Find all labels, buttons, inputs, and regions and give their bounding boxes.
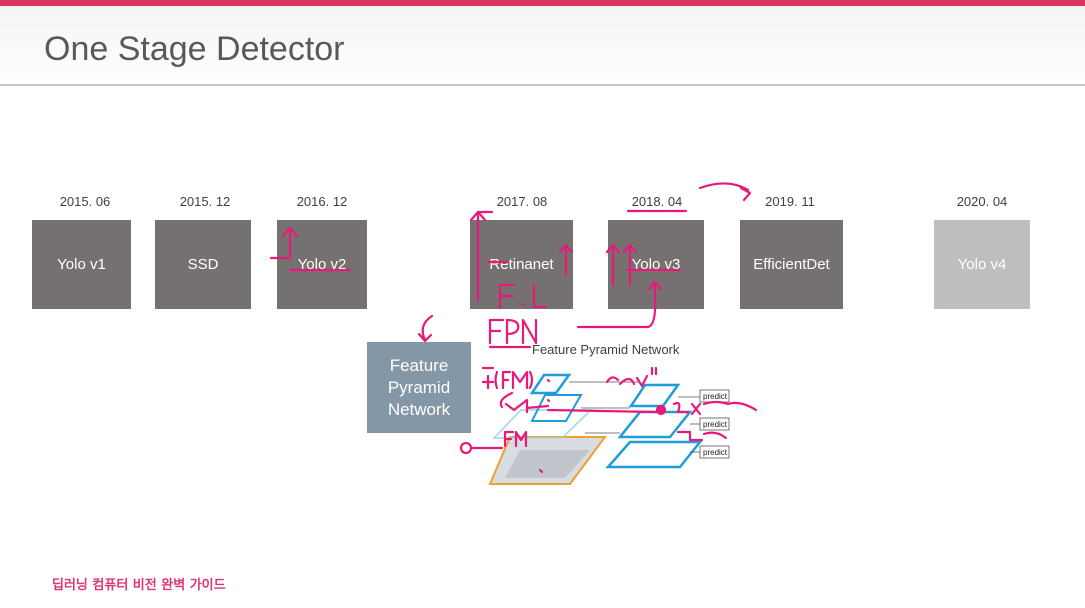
ink-upsample-1 xyxy=(672,400,758,416)
timeline-date-yolo-v1: 2015. 06 xyxy=(59,194,111,209)
ink-letter-f2 xyxy=(488,318,505,345)
model-label: Retinanet xyxy=(489,256,554,273)
model-box-retinanet: Retinanet xyxy=(470,220,573,309)
ink-fm1-end xyxy=(511,370,534,390)
ink-fm2 xyxy=(499,391,529,414)
predict-label-2: predict xyxy=(703,420,728,429)
accent-bar xyxy=(0,0,1085,6)
predict-box-2 xyxy=(699,417,730,431)
ink-letter-p xyxy=(505,318,520,345)
ink-fraction xyxy=(481,366,495,390)
model-label: Yolo v1 xyxy=(57,256,106,273)
ink-arrow-efficientdet xyxy=(698,182,752,202)
merged-map-plane-2 xyxy=(617,410,693,439)
ink-letter-n xyxy=(521,318,538,345)
ink-arrow-retinanet-left xyxy=(469,210,494,302)
ink-arrow-to-fpn-box xyxy=(417,314,434,343)
fpn-box: Feature Pyramid Network xyxy=(367,342,471,433)
input-image-content xyxy=(505,450,590,478)
ink-dots xyxy=(538,378,551,474)
model-box-yolo-v4: Yolo v4 xyxy=(934,220,1030,309)
fpn-pyramid-diagram: predict predict predict xyxy=(488,373,730,485)
ink-conv xyxy=(605,374,649,388)
ink-letter-f xyxy=(498,283,516,310)
fpn-box-line-3: Network xyxy=(387,399,451,419)
timeline-date-efficientdet: 2019. 11 xyxy=(765,194,815,209)
ink-arrow-yolo-v2 xyxy=(269,226,299,260)
timeline-date-ssd: 2015. 12 xyxy=(179,194,231,209)
ink-fm3 xyxy=(503,430,528,448)
predict-box-3 xyxy=(699,445,730,459)
header-divider xyxy=(0,84,1085,86)
handwritten-annotations xyxy=(269,182,758,474)
model-box-ssd: SSD xyxy=(155,220,251,309)
timeline-date-yolo-v4: 2020. 04 xyxy=(956,194,1008,209)
feature-map-plane-2 xyxy=(530,394,583,422)
ink-letter-l xyxy=(532,283,548,309)
ink-fm1-start xyxy=(494,370,512,390)
feature-map-plane-1 xyxy=(529,373,572,395)
ink-conv-mark xyxy=(650,366,658,376)
model-label: SSD xyxy=(187,256,219,273)
model-label: Yolo v3 xyxy=(631,256,681,273)
ink-arrow-yolo-v3-2 xyxy=(622,243,638,287)
ink-zero-circle xyxy=(459,441,473,455)
merged-map-plane-1 xyxy=(628,383,681,408)
ink-arrow-retinanet-right xyxy=(558,243,574,277)
ink-merge-dot xyxy=(655,404,667,416)
timeline-date-yolo-v2: 2016. 12 xyxy=(296,194,348,209)
fpn-caption: Feature Pyramid Network xyxy=(532,342,680,357)
slide-header: One Stage Detector xyxy=(0,6,1085,84)
ink-fm2-line xyxy=(525,404,550,410)
fpn-box-line-2: Pyramid xyxy=(387,377,451,397)
ink-arrow-lateral xyxy=(546,408,658,414)
timeline-date-yolo-v3: 2018. 04 xyxy=(631,194,683,209)
model-box-yolo-v1: Yolo v1 xyxy=(32,220,131,309)
fpn-box-line-1: Feature xyxy=(389,355,449,375)
predict-label-1: predict xyxy=(703,392,728,401)
predict-label-3: predict xyxy=(703,448,728,457)
footer-course-title: 딥러닝 컴퓨터 비전 완벽 가이드 xyxy=(52,578,226,593)
merged-map-plane-3 xyxy=(605,440,703,469)
ink-arrow-yolo-v3-1 xyxy=(605,243,621,287)
timeline-date-retinanet: 2017. 08 xyxy=(496,194,548,209)
ink-dot xyxy=(520,302,525,307)
ink-arrow-fpn-to-yolo-v3 xyxy=(576,280,663,329)
model-label: Yolo v2 xyxy=(297,256,347,273)
model-label: Yolo v4 xyxy=(957,256,1007,273)
model-label: EfficientDet xyxy=(753,256,830,273)
model-box-efficientdet: EfficientDet xyxy=(740,220,843,309)
slide-title: One Stage Detector xyxy=(44,30,345,68)
ink-upsample-2 xyxy=(676,430,728,442)
feature-map-plane-3 xyxy=(492,409,593,439)
model-box-yolo-v2: Yolo v2 xyxy=(277,220,367,309)
